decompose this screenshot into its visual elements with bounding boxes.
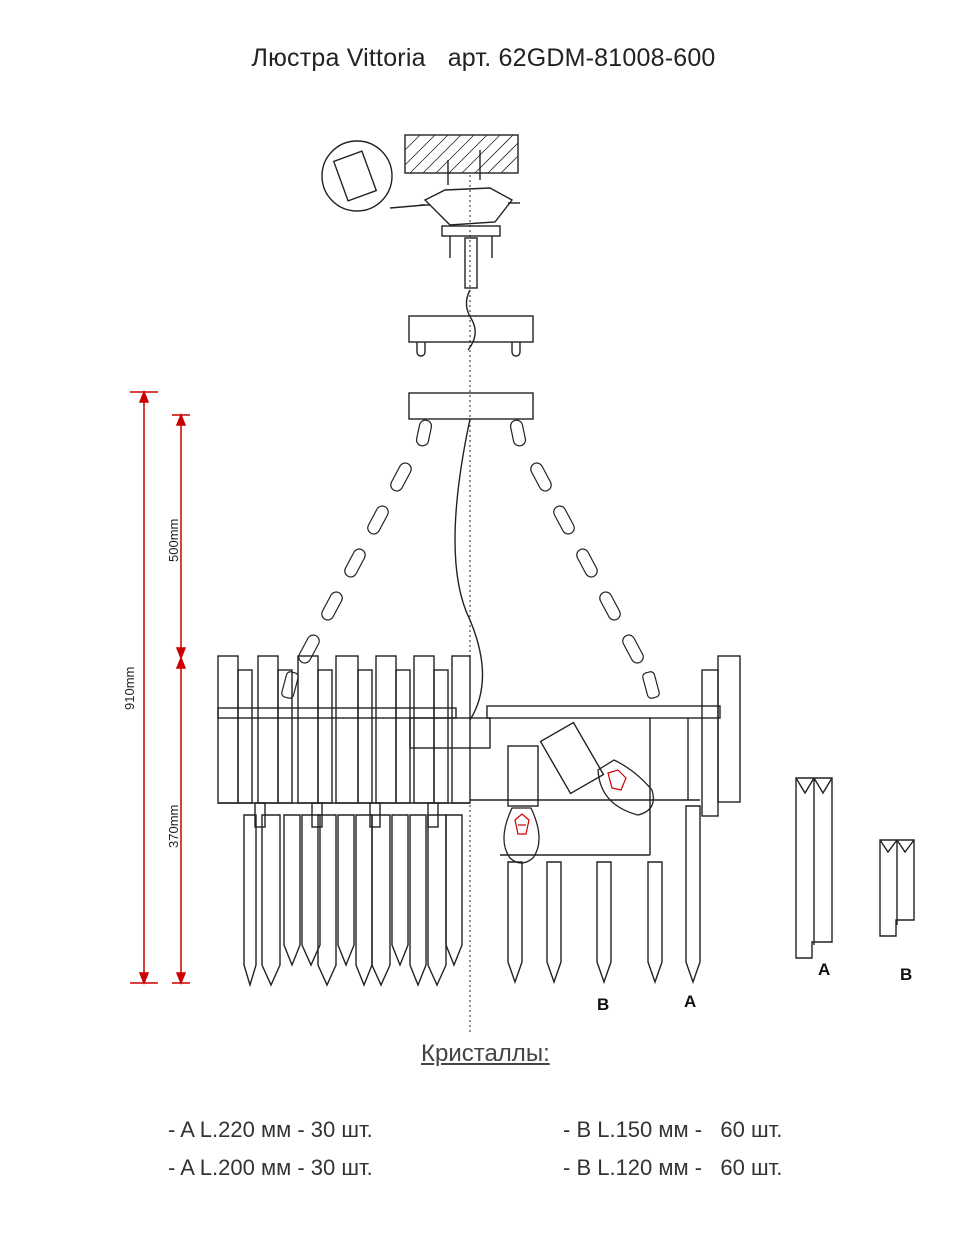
crystal-spec-a200: - A L.200 мм - 30 шт. bbox=[168, 1155, 373, 1180]
crystal-spec-b150: - B L.150 мм - 60 шт. bbox=[563, 1117, 783, 1142]
crystal-spec-b120: - B L.120 мм - 60 шт. bbox=[563, 1155, 783, 1180]
article-number: арт. 62GDM-81008-600 bbox=[447, 44, 716, 72]
crystals-heading: Кристаллы: bbox=[421, 1040, 550, 1067]
upper-canopy bbox=[408, 315, 534, 357]
chain-height-label: 500mm bbox=[166, 519, 181, 562]
ceiling-hatch bbox=[404, 134, 519, 174]
bulb-right bbox=[597, 759, 655, 816]
upper-chain bbox=[465, 289, 476, 351]
lower-crystals-left bbox=[243, 802, 463, 988]
body-height-label: 370mm bbox=[166, 805, 181, 848]
crystal-spec-a220: - A L.220 мм - 30 шт. bbox=[168, 1117, 373, 1142]
chain-right bbox=[509, 419, 660, 699]
dimension-lines bbox=[130, 389, 190, 986]
power-cable bbox=[454, 418, 484, 721]
label-a-main: A bbox=[684, 992, 696, 1011]
lower-crystals-right bbox=[507, 805, 701, 985]
total-height-label: 910mm bbox=[122, 667, 137, 710]
product-name: Люстра Vittoria bbox=[251, 44, 426, 72]
label-a-detail: A bbox=[818, 960, 830, 979]
upper-crystals bbox=[217, 655, 741, 817]
label-b-main: B bbox=[597, 995, 609, 1014]
wiring-detail bbox=[321, 140, 426, 212]
crystal-a-detail bbox=[795, 777, 833, 959]
crystal-b-detail bbox=[879, 839, 915, 937]
frame bbox=[217, 705, 721, 856]
chain-left bbox=[281, 419, 433, 699]
lower-canopy bbox=[408, 392, 534, 420]
page-title: Люстра Vittoria арт. 62GDM-81008-600 bbox=[0, 44, 967, 73]
bulb-left bbox=[503, 807, 540, 864]
label-b-detail: B bbox=[900, 965, 912, 984]
mounting-bracket bbox=[420, 150, 520, 289]
